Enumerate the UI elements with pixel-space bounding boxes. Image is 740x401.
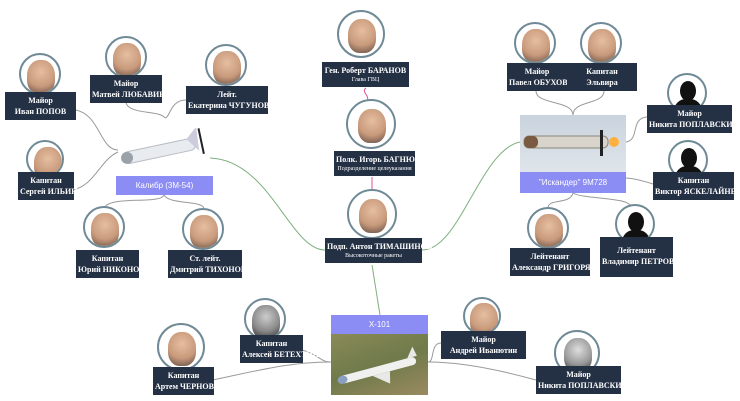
name: Полк. Игорь БАГНЮК <box>336 155 421 164</box>
topic-iskander[interactable]: "Искандер" 9М728 <box>520 172 626 193</box>
rank: Лейтенант <box>617 246 656 255</box>
name: Алексей БЕТЕХТИН <box>242 350 319 359</box>
role: Глава ГВЦ <box>351 77 380 83</box>
rank: Майор <box>677 109 702 118</box>
person-baranov[interactable]: Ген. Роберт БАРАНОВ Глава ГВЦ <box>322 62 409 87</box>
rank: Капитан <box>255 339 288 348</box>
rank: Капитан <box>91 254 124 263</box>
avatar-betekhtin <box>244 298 286 340</box>
person-timashinov[interactable]: Подп. Антон ТИМАШИНОВ Высокоточные ракеты <box>325 238 432 263</box>
rank: Капитан <box>677 176 710 185</box>
name: Никита ПОПЛАВСКИЙ <box>649 120 739 129</box>
person-bagnyuk[interactable]: Полк. Игорь БАГНЮК Подразделение целеуказ… <box>334 151 421 176</box>
kh101-missile-image <box>331 334 428 395</box>
topic-kh101[interactable]: Х-101 <box>331 315 428 334</box>
name: Виктор ЯСКЕЛАЙНЕН <box>655 187 740 196</box>
rank: Майор <box>28 96 53 105</box>
avatar-grigoryan <box>527 207 569 249</box>
name: Никита ПОПЛАВСКИЙ <box>538 381 628 390</box>
avatar-ivanyutin <box>463 297 501 335</box>
rank: Капитан <box>167 371 200 380</box>
person-tikhonov[interactable]: Ст. лейт. Дмитрий ТИХОНОВ <box>168 250 246 278</box>
name: Ген. Роберт БАРАНОВ <box>324 66 407 75</box>
rank: Майор <box>113 79 139 88</box>
rank: Майор <box>566 370 591 379</box>
name: Александр ГРИГОРЯН <box>512 263 597 272</box>
kalibr-missile-image <box>118 126 210 170</box>
rank: Лейтенант <box>530 252 570 261</box>
role: Подразделение целеуказания <box>337 166 412 172</box>
name: Матвей ЛЮБАВИН <box>92 90 166 99</box>
role: Высокоточные ракеты <box>345 253 402 259</box>
name: Юрий НИКОНОВ <box>78 265 145 274</box>
avatar-bagnyuk <box>346 99 396 149</box>
avatar-timashinov <box>347 189 397 239</box>
name: Артем ЧЕРНОВ <box>155 382 214 391</box>
avatar-tikhonov <box>182 208 224 250</box>
name: Подп. Антон ТИМАШИНОВ <box>327 242 433 251</box>
avatar-obukhov <box>514 22 556 64</box>
person-chugunova[interactable]: Лейт. Екатерина ЧУГУНОВА <box>186 86 275 114</box>
avatar-baranov <box>337 10 385 58</box>
rank: Майор <box>471 335 496 344</box>
avatar-chernov <box>157 323 205 371</box>
name: Эльвира <box>586 78 618 87</box>
name: Екатерина ЧУГУНОВА <box>188 101 275 110</box>
avatar-elvira <box>580 22 622 64</box>
iskander-missile-image <box>520 115 626 172</box>
avatar-nikonov <box>83 206 125 248</box>
name: Сергей ИЛЬИН <box>20 187 78 196</box>
rank: Ст. лейт. <box>189 254 221 263</box>
avatar-ilyin <box>26 140 64 178</box>
name: Иван ПОПОВ <box>14 107 67 116</box>
avatar-lyubavin <box>105 36 147 78</box>
topic-kalibr[interactable]: Калибр (3М-54) <box>116 176 213 195</box>
avatar-popov <box>19 53 61 95</box>
rank: Капитан <box>586 67 618 76</box>
name: Дмитрий ТИХОНОВ <box>170 265 247 274</box>
rank: Майор <box>524 67 550 76</box>
name: Андрей Иванютин <box>449 346 518 355</box>
rank: Лейт. <box>217 90 237 99</box>
name: Павел ОБУХОВ <box>509 78 568 87</box>
avatar-chugunova <box>205 44 247 86</box>
rank: Капитан <box>30 176 62 185</box>
name: Владимир ПЕТРОВ <box>602 257 675 266</box>
